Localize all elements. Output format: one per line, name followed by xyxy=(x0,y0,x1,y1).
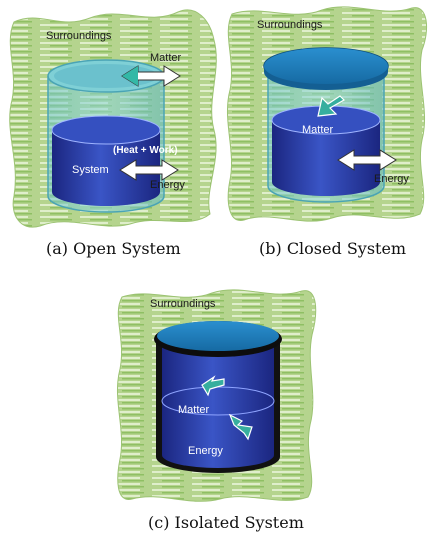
energy-label: Energy xyxy=(188,445,223,457)
isolated-system-panel: Surroundings Matter Energy xyxy=(112,285,318,505)
surroundings-label: Surroundings xyxy=(46,30,112,42)
open-system-illustration xyxy=(9,9,217,228)
surroundings-label: Surroundings xyxy=(257,19,323,31)
closed-system-illustration xyxy=(227,6,428,222)
matter-label: Matter xyxy=(178,404,210,416)
closed-system-panel: Surroundings Matter Energy xyxy=(222,0,430,232)
closed-system-caption: (b) Closed System xyxy=(259,239,407,258)
heat-work-label: (Heat + Work) xyxy=(113,145,178,156)
open-system-panel: Surroundings Matter (Heat + Work) System… xyxy=(0,0,222,232)
surroundings-label: Surroundings xyxy=(150,298,216,310)
isolated-system-illustration xyxy=(117,289,317,502)
matter-label: Matter xyxy=(302,124,334,136)
system-label: System xyxy=(72,164,109,176)
open-system-caption: (a) Open System xyxy=(46,239,181,258)
isolated-system-caption: (c) Isolated System xyxy=(148,513,304,532)
energy-label: Energy xyxy=(150,179,185,191)
energy-label: Energy xyxy=(374,173,409,185)
matter-label: Matter xyxy=(150,52,182,64)
